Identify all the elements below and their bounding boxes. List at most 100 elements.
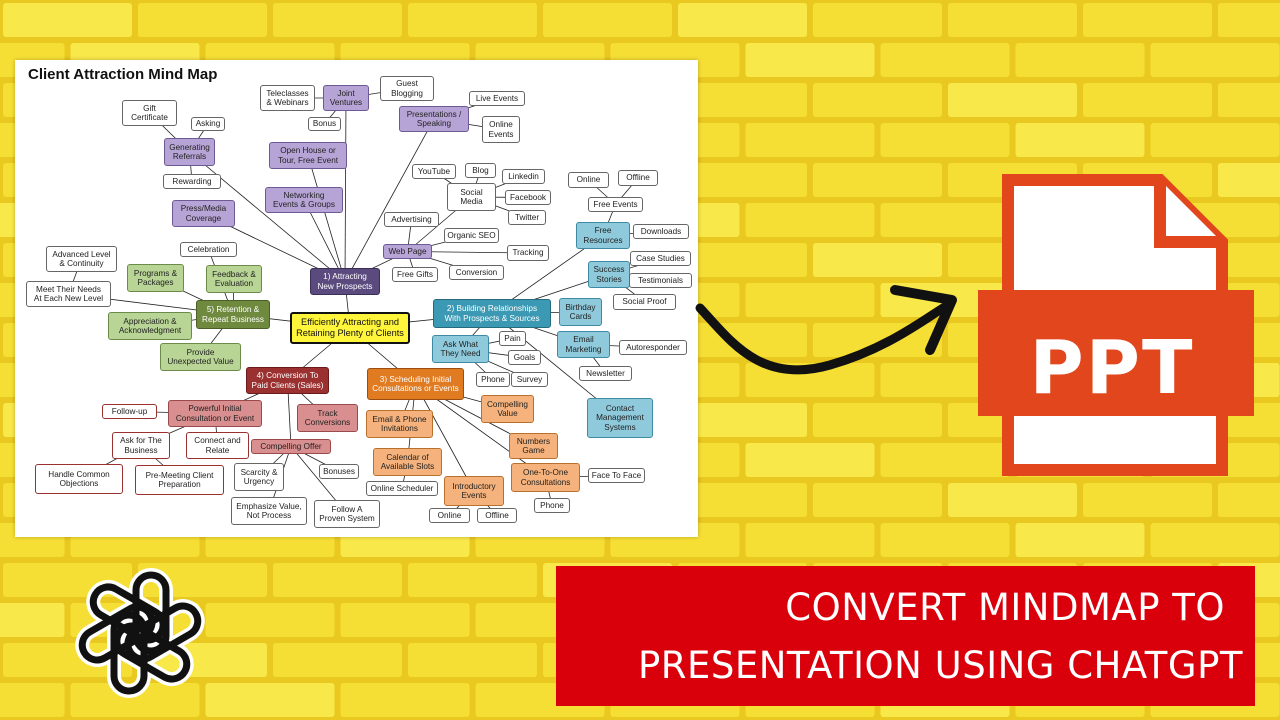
mindmap-node-youtube: YouTube: [412, 164, 456, 179]
openai-logo-icon: [75, 568, 205, 698]
brick: [1218, 243, 1280, 277]
brick: [678, 3, 807, 37]
brick: [408, 643, 537, 677]
mindmap-node-trackconv: Track Conversions: [297, 404, 358, 432]
brick: [880, 443, 1010, 477]
mindmap-node-freeres: Free Resources: [576, 222, 630, 249]
mindmap-node-birthday: Birthday Cards: [559, 298, 602, 326]
mindmap-node-calendar: Calendar of Available Slots: [373, 448, 442, 476]
mindmap-node-numbers: Numbers Game: [509, 433, 558, 459]
mindmap-node-freeevents: Free Events: [588, 197, 643, 212]
mindmap-node-scarcity: Scarcity & Urgency: [234, 463, 284, 491]
mindmap-node-facetoface: Face To Face: [588, 468, 645, 483]
brick: [3, 643, 132, 677]
brick: [340, 603, 470, 637]
logo-loop: [89, 583, 167, 644]
brick: [1150, 523, 1280, 557]
mindmap-node-survey: Survey: [511, 372, 548, 387]
mindmap-node-appreciation: Appreciation & Acknowledgment: [108, 312, 192, 340]
mindmap-node-askwhat: Ask What They Need: [432, 335, 489, 363]
brick: [948, 83, 1077, 117]
mindmap-node-onetoone: One-To-One Consultations: [511, 463, 580, 492]
brick: [3, 3, 132, 37]
brick: [543, 3, 672, 37]
mindmap-node-openhouse: Open House or Tour, Free Event: [269, 142, 347, 169]
brick: [948, 483, 1077, 517]
brick: [813, 3, 942, 37]
mindmap-node-introductory: Introductory Events: [444, 476, 504, 506]
mindmap-center-node: Efficiently Attracting and Retaining Ple…: [290, 312, 410, 344]
mindmap-node-attract: 1) Attracting New Prospects: [310, 268, 380, 295]
brick: [745, 203, 875, 237]
mindmap-node-conversionpaid: 4) Conversion To Paid Clients (Sales): [246, 367, 329, 394]
ppt-file-icon: [978, 174, 1254, 476]
mindmap-node-handle: Handle Common Objections: [35, 464, 123, 494]
mindmap-node-onlineevents: Online Events: [482, 116, 520, 143]
mindmap-node-teleclasses: Teleclasses & Webinars: [260, 85, 315, 111]
mindmap-node-gift: Gift Certificate: [122, 100, 177, 126]
mindmap-node-meetneeds: Meet Their Needs At Each New Level: [26, 281, 111, 307]
mindmap-node-onlinescheduler: Online Scheduler: [366, 481, 438, 496]
brick: [273, 643, 402, 677]
brick: [1083, 483, 1212, 517]
brick: [813, 403, 942, 437]
mindmap-node-advanced: Advanced Level & Continuity: [46, 246, 117, 272]
mindmap-node-phone2: Phone: [534, 498, 570, 513]
mindmap-node-organicseo: Organic SEO: [444, 228, 499, 243]
brick: [1015, 523, 1145, 557]
mindmap-node-facebook: Facebook: [505, 190, 551, 205]
brick: [880, 43, 1010, 77]
mindmap-node-newsletter: Newsletter: [579, 366, 632, 381]
brick: [1083, 83, 1212, 117]
mindmap-node-webpage: Web Page: [383, 244, 432, 259]
title-banner: CONVERT MINDMAP TO PRESENTATION USING CH…: [556, 566, 1255, 706]
brick: [1015, 43, 1145, 77]
brick: [678, 483, 807, 517]
mindmap-node-asking: Asking: [191, 117, 225, 131]
mindmap-node-askbusiness: Ask for The Business: [112, 432, 170, 459]
brick: [1150, 123, 1280, 157]
mindmap-node-contact: Contact Management Systems: [587, 398, 653, 438]
mindmap-node-press: Press/Media Coverage: [172, 200, 235, 227]
mindmap-node-followproven: Follow A Proven System: [314, 500, 380, 528]
brick: [205, 603, 335, 637]
mindmap-node-online2: Online: [429, 508, 470, 523]
mindmap-node-emphasize: Emphasize Value, Not Process: [231, 497, 307, 525]
mindmap-node-freegifts: Free Gifts: [392, 267, 438, 282]
brick: [1015, 123, 1145, 157]
brick: [1083, 3, 1212, 37]
brick: [205, 683, 335, 717]
mindmap-image: Client Attraction Mind Map Efficiently A…: [15, 60, 698, 537]
mindmap-node-blog: Blog: [465, 163, 496, 178]
brick: [813, 163, 942, 197]
mindmap-node-autoresponder: Autoresponder: [619, 340, 687, 355]
mindmap-node-generating: Generating Referrals: [164, 138, 215, 166]
mindmap-title: Client Attraction Mind Map: [28, 66, 218, 83]
brick: [273, 3, 402, 37]
connector-line: [415, 383, 475, 492]
mindmap-node-casestudies: Case Studies: [630, 251, 691, 266]
mindmap-node-goals: Goals: [508, 350, 541, 365]
brick: [70, 683, 200, 717]
mindmap-node-success: Success Stories: [588, 261, 630, 288]
connector-line: [344, 97, 347, 282]
brick: [678, 83, 807, 117]
brick: [745, 523, 875, 557]
brick: [745, 43, 875, 77]
mindmap-node-programs: Programs & Packages: [127, 264, 184, 292]
brick: [0, 603, 65, 637]
brick: [1218, 3, 1280, 37]
mindmap-node-compellingoffer: Compelling Offer: [251, 439, 331, 454]
mindmap-node-provide: Provide Unexpected Value: [160, 343, 241, 371]
connector-line: [344, 118, 435, 282]
mindmap-node-liveevents: Live Events: [469, 91, 525, 106]
brick: [678, 403, 807, 437]
mindmap-node-social: Social Media: [447, 183, 496, 211]
banner-line-2: PRESENTATION USING CHATGPT: [637, 644, 1243, 687]
mindmap-node-powerful: Powerful Initial Consultation or Event: [168, 400, 262, 427]
brick: [340, 683, 470, 717]
mindmap-node-linkedin: Linkedin: [502, 169, 545, 184]
brick: [745, 283, 875, 317]
brick: [745, 123, 875, 157]
mindmap-node-offline1: Offline: [618, 170, 658, 186]
